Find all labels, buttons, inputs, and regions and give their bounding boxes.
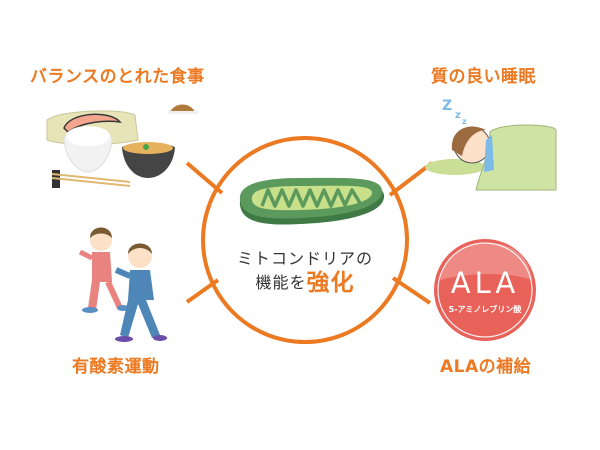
svg-text:z: z — [462, 117, 467, 126]
ala-badge-title: ALA — [450, 266, 520, 300]
factor-label-ala: ALAの補給 — [440, 357, 532, 377]
factor-label-food: バランスのとれた食事 — [30, 67, 205, 87]
sleeping-person-icon: Z z z — [425, 98, 557, 191]
svg-text:z: z — [455, 110, 461, 121]
factor-label-sleep: 質の良い睡眠 — [431, 67, 536, 87]
center-text-prefix: 機能を — [255, 273, 307, 292]
center-text-emphasis: 強化 — [306, 270, 355, 296]
svg-text:Z: Z — [442, 98, 452, 114]
connector-line-ala — [391, 276, 432, 305]
walking-people-icon — [78, 227, 167, 342]
mitochondria-icon — [239, 177, 385, 225]
center-ring — [201, 136, 409, 344]
japanese-meal-icon — [46, 104, 198, 188]
center-text-line1: ミトコンドリアの — [236, 249, 373, 268]
ala-badge-icon — [434, 239, 536, 341]
connector-line-food — [185, 161, 224, 195]
factor-label-exercise: 有酸素運動 — [72, 357, 160, 377]
connector-line-exercise — [185, 278, 220, 304]
connector-line-sleep — [388, 161, 434, 197]
ala-badge-subtitle: 5-アミノレブリン酸 — [448, 305, 522, 314]
center-text-line2: 機能を強化 — [205, 270, 405, 296]
